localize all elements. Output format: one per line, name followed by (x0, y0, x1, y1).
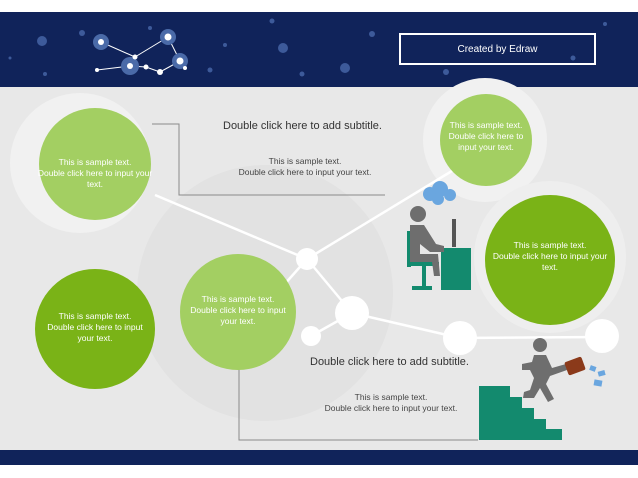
flying-papers-icon (589, 365, 606, 387)
subtitle-top[interactable]: Double click here to add subtitle. (223, 120, 382, 132)
created-by-label: Created by Edraw (399, 33, 596, 65)
network-nodes (296, 248, 619, 355)
thought-cloud-icon (423, 181, 456, 205)
circle-right-mid (485, 195, 615, 325)
text-block-top[interactable]: This is sample text. Double click here t… (238, 156, 372, 178)
header-banner (0, 12, 638, 87)
person-at-desk-icon (407, 206, 471, 290)
circle-text-left-top[interactable]: This is sample text. Double click here t… (37, 157, 153, 190)
circle-right-top (440, 94, 532, 186)
created-by-text: Created by Edraw (457, 43, 538, 55)
constellation-icon (93, 29, 188, 75)
text-block-bottom[interactable]: This is sample text. Double click here t… (324, 392, 458, 414)
subtitle-bottom[interactable]: Double click here to add subtitle. (310, 356, 469, 368)
person-climbing-stairs-icon (479, 338, 567, 440)
circle-text-center[interactable]: This is sample text. Double click here t… (190, 294, 286, 327)
star-field (8, 18, 607, 77)
circle-text-right-top[interactable]: This is sample text. Double click here t… (448, 120, 524, 153)
circle-left-bottom (35, 269, 155, 389)
circle-text-left-bottom[interactable]: This is sample text. Double click here t… (47, 311, 143, 344)
idea-circles (35, 94, 615, 389)
briefcase-icon (564, 356, 586, 376)
circle-center (180, 254, 296, 370)
circle-text-right-mid[interactable]: This is sample text. Double click here t… (492, 240, 608, 273)
circle-left-top (39, 108, 151, 220)
footer-bar (0, 450, 638, 465)
connector-brackets (152, 123, 478, 441)
